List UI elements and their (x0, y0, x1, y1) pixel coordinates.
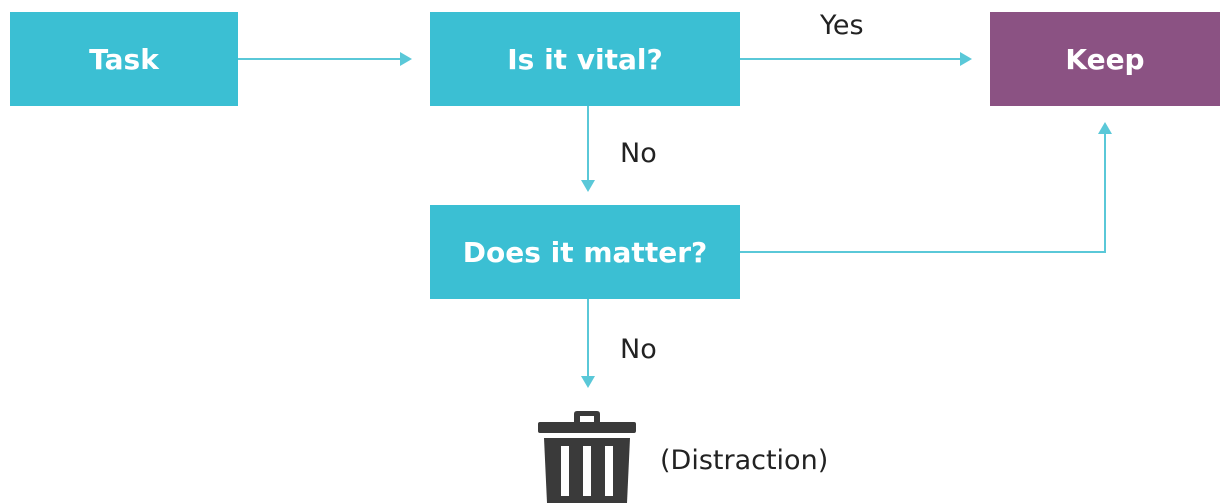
edge-label-no-matter: No (620, 334, 657, 365)
arrowhead-matter-to-trash (581, 376, 595, 388)
node-task: Task (10, 12, 238, 106)
arrowhead-vital-to-matter (581, 180, 595, 192)
node-keep: Keep (990, 12, 1220, 106)
trash-can-icon (538, 411, 636, 503)
trash-can-slot (583, 446, 591, 496)
node-keep-label: Keep (1065, 42, 1145, 76)
arrowhead-matter-to-keep (1098, 122, 1112, 134)
node-is-it-vital: Is it vital? (430, 12, 740, 106)
edge-label-no-vital: No (620, 138, 657, 169)
connector-matter-to-keep (740, 134, 1106, 253)
trash-can-lid (538, 422, 636, 433)
trash-can-slot (605, 446, 613, 496)
arrowhead-vital-to-keep (960, 52, 972, 66)
edge-label-yes: Yes (820, 10, 864, 41)
arrowhead-task-to-vital (400, 52, 412, 66)
outcome-label-distraction: (Distraction) (660, 445, 829, 476)
trash-can-slot (561, 446, 569, 496)
node-does-it-matter-label: Does it matter? (462, 235, 708, 269)
node-task-label: Task (89, 42, 159, 76)
node-is-it-vital-label: Is it vital? (507, 42, 663, 76)
trash-can-handle (574, 411, 600, 422)
node-does-it-matter: Does it matter? (430, 205, 740, 299)
